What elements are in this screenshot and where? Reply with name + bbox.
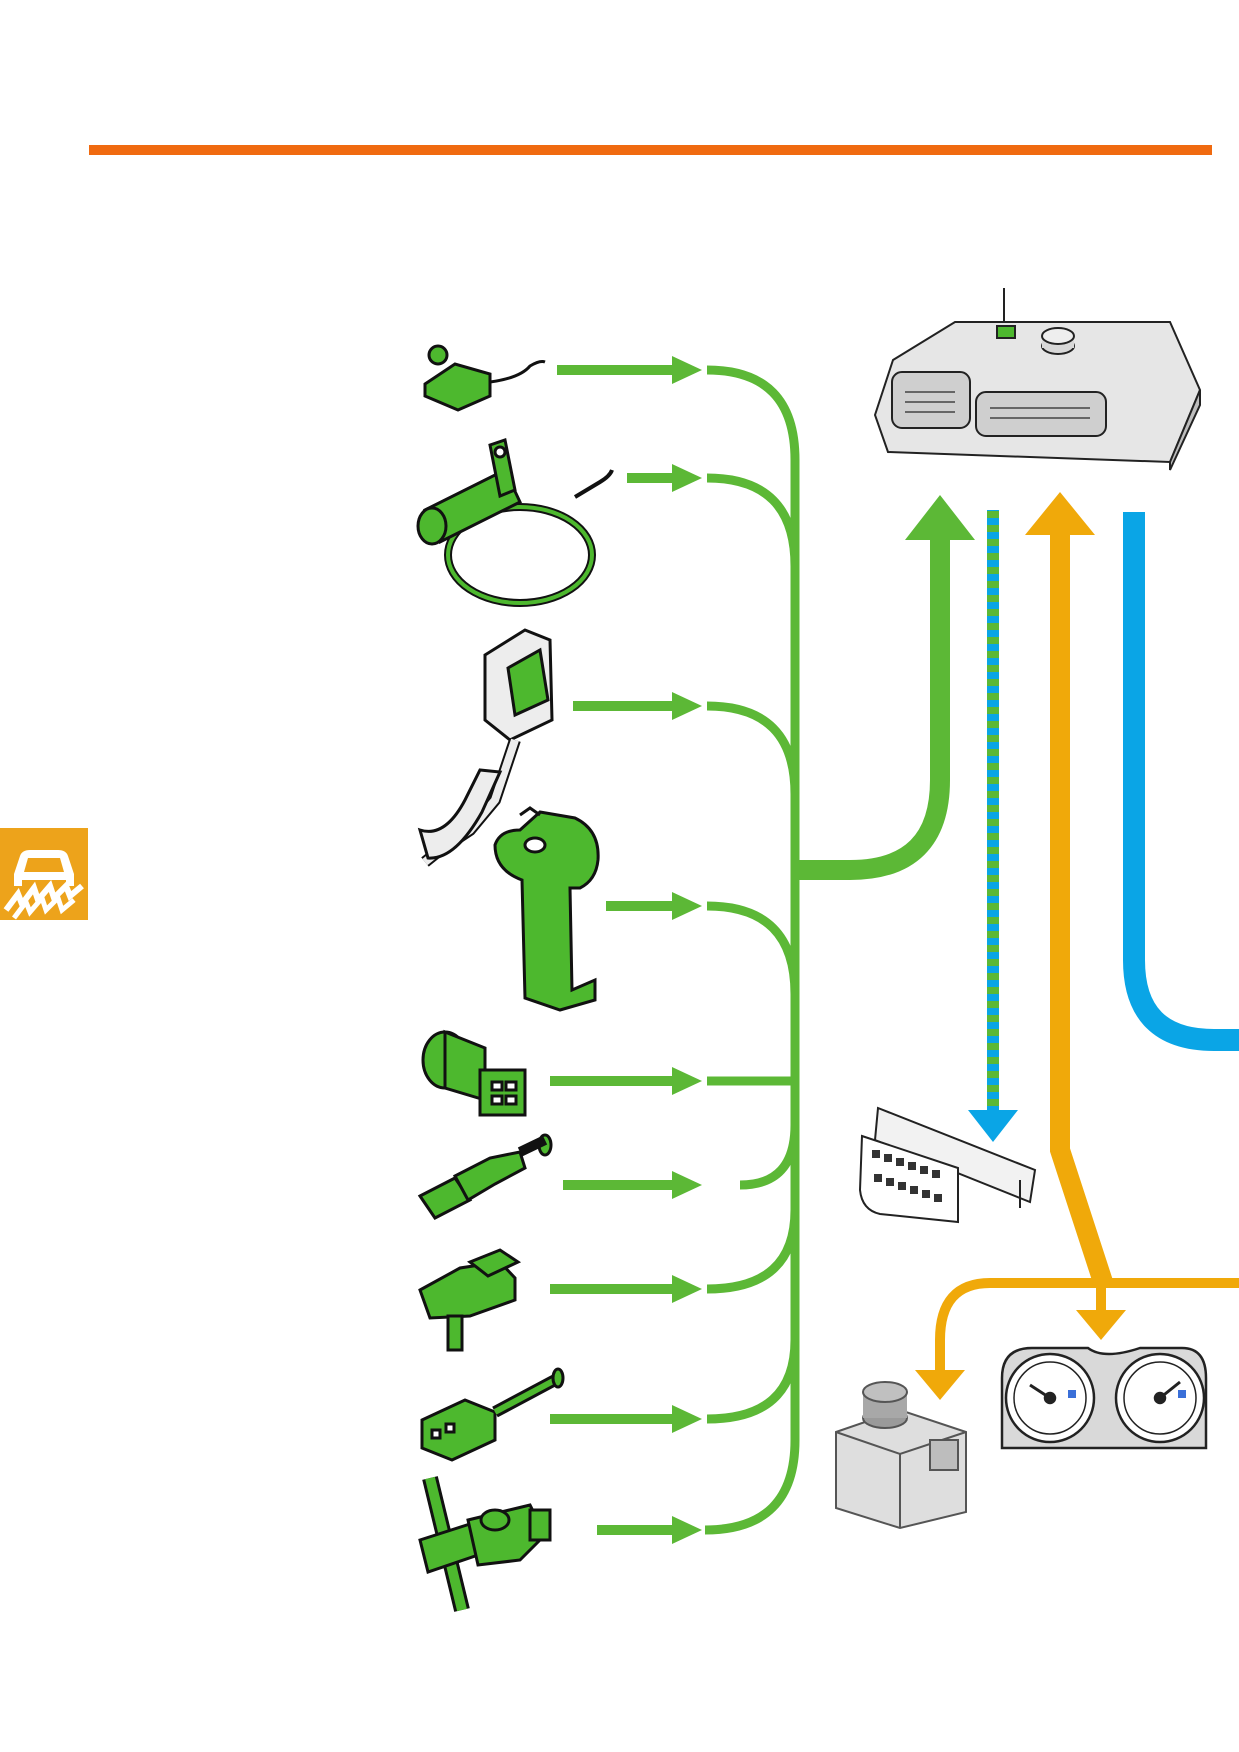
instrument-cluster-icon [1000, 1346, 1208, 1450]
sensor-arrow [550, 1067, 702, 1095]
air-mass-meter-icon [493, 806, 600, 1012]
car-skid-icon [3, 850, 84, 920]
sensor-arrow [550, 1275, 702, 1303]
sensor-arrow [550, 1405, 702, 1433]
can-bus [935, 535, 1239, 1370]
speed-sensor-icon [416, 438, 614, 607]
can-arrowhead-abs [915, 1370, 965, 1400]
hall-sender-icon [418, 1476, 552, 1612]
sensor-arrow [606, 892, 702, 920]
sensor-arrows [550, 356, 702, 1544]
can-arrowhead-up [1025, 492, 1095, 535]
sensor-connector-icon [423, 344, 546, 412]
can-arrowhead-cluster [1076, 1310, 1126, 1340]
blue-output-line [1123, 512, 1239, 1051]
engine-control-unit-icon [873, 288, 1202, 471]
sensors [416, 344, 614, 1612]
abs-hydraulic-unit-icon [835, 1381, 967, 1530]
ecu-input-arrowhead [905, 495, 975, 540]
sensor-arrow [573, 692, 702, 720]
pressure-sensor-icon [418, 1248, 522, 1352]
sensor-arrow [627, 464, 702, 492]
side-tab [0, 828, 88, 920]
diagnostic-connector-icon [858, 1106, 1037, 1224]
diagnostic-line [968, 510, 1018, 1142]
accelerator-pedal-sensor-icon [417, 628, 554, 867]
sensor-arrow [563, 1171, 702, 1199]
brake-light-switch-icon [417, 1133, 553, 1220]
sensor-arrow [557, 356, 702, 384]
header-rule [89, 145, 1212, 155]
clutch-pedal-switch-icon [420, 1367, 565, 1462]
sensor-signal-bus [704, 365, 950, 1535]
sensor-arrow [597, 1516, 702, 1544]
temperature-sender-icon [421, 1029, 527, 1117]
